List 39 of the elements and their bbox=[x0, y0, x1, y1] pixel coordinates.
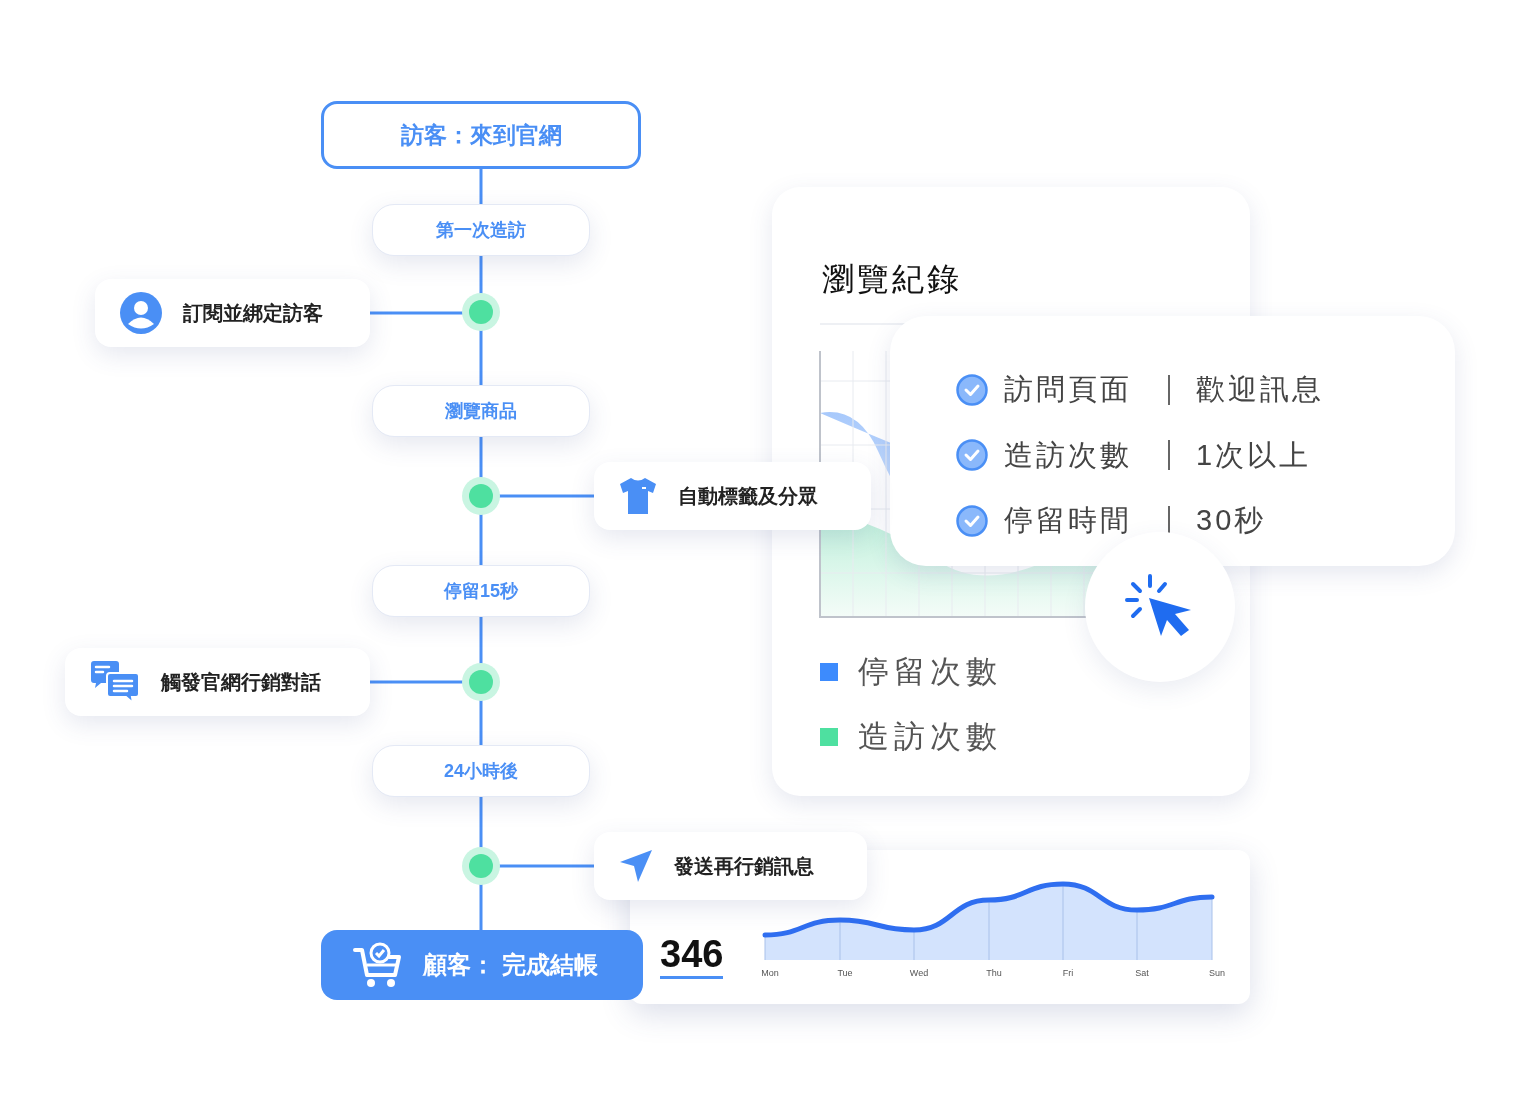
end-box bbox=[321, 930, 643, 1000]
step-pill bbox=[372, 565, 590, 617]
axis-label: Mon bbox=[760, 967, 780, 980]
criteria-name: 造訪次數 bbox=[1004, 437, 1133, 473]
legend-label: 停留次數 bbox=[858, 653, 1002, 691]
step-pill bbox=[372, 385, 590, 437]
action-label: 發送再行銷訊息 bbox=[674, 854, 814, 879]
total-value: 346 bbox=[660, 932, 724, 979]
card-title: 瀏覽紀錄 bbox=[822, 260, 962, 299]
axis-label: Fri bbox=[1061, 967, 1075, 980]
axis-label: Sat bbox=[1134, 967, 1150, 980]
axis-label: Sun bbox=[1208, 967, 1226, 980]
step-label: 瀏覽商品 bbox=[445, 399, 517, 423]
action-label: 觸發官網行銷對話 bbox=[161, 670, 321, 695]
step-label: 第一次造訪 bbox=[436, 218, 526, 242]
action-card bbox=[594, 832, 867, 900]
criteria-value: 30秒 bbox=[1196, 503, 1267, 538]
connector-line bbox=[479, 169, 483, 204]
criteria-name: 停留時間 bbox=[1004, 503, 1133, 538]
step-label: 停留15秒 bbox=[444, 579, 518, 603]
criteria-name: 訪問頁面 bbox=[1004, 372, 1133, 407]
start-label: 訪客：來到官網 bbox=[400, 120, 562, 150]
criteria-card bbox=[890, 316, 1455, 566]
criteria-value: 1次以上 bbox=[1196, 437, 1312, 473]
action-label: 訂閱並綁定訪客 bbox=[183, 301, 323, 326]
axis-label: Thu bbox=[985, 967, 1003, 980]
criteria-value: 歡迎訊息 bbox=[1196, 372, 1324, 407]
axis-label: Wed bbox=[908, 967, 930, 980]
axis-label: Tue bbox=[836, 967, 854, 980]
action-card bbox=[65, 648, 370, 716]
legend-label: 造訪次數 bbox=[858, 717, 1002, 756]
action-card bbox=[594, 462, 871, 530]
step-pill bbox=[372, 204, 590, 256]
start-box bbox=[321, 101, 641, 169]
action-label: 自動標籤及分眾 bbox=[678, 484, 818, 509]
action-card bbox=[95, 279, 370, 347]
step-pill bbox=[372, 745, 590, 797]
end-label: 顧客： 完成結帳 bbox=[423, 950, 598, 980]
step-label: 24小時後 bbox=[444, 759, 518, 783]
